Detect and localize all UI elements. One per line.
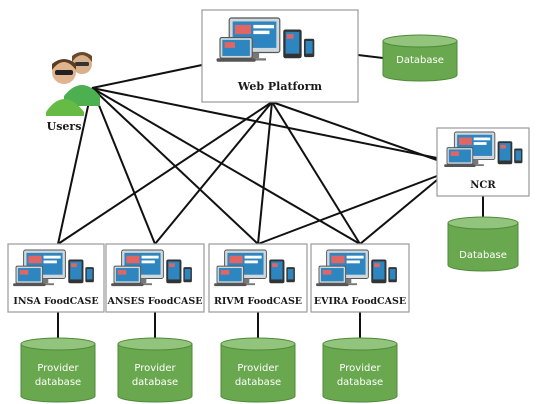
edge-ncr-evira [359,179,438,245]
provider-node-insa: INSA FoodCASE [7,243,105,313]
users-node: Users [46,52,100,133]
provider-label: EVIRA FoodCASE [314,296,406,307]
provider-database-line2: database [235,377,281,388]
devices-icon [316,249,397,287]
provider-nodes: INSA FoodCASE ANSES FoodCASE RIVM FoodCA… [7,243,410,313]
ncr-database: Database [447,216,519,272]
ncr-node: NCR [436,127,530,197]
ncr-label: NCR [470,180,496,191]
provider-databases: Provider database Provider database Prov… [20,337,398,403]
provider-database-line1: Provider [37,363,79,374]
provider-node-rivm: RIVM FoodCASE [208,243,308,313]
ncr-database-label: Database [459,250,507,261]
connection-lines [57,54,484,340]
users-icon [46,52,100,116]
edge-web-rivm [257,101,273,245]
devices-icon [214,249,295,287]
edge-users-web-platform [91,64,203,89]
edge-web-insa [57,101,273,245]
provider-database-line2: database [337,377,383,388]
edge-ncr-rivm [257,175,438,245]
provider-node-evira: EVIRA FoodCASE [310,243,410,313]
provider-label: INSA FoodCASE [13,296,98,307]
devices-icon [111,249,192,287]
provider-database-line1: Provider [134,363,176,374]
web-database-label: Database [396,55,444,66]
web-platform-label: Web Platform [237,80,322,93]
edge-users-insa [57,87,93,245]
devices-icon [444,131,523,167]
database-cylinder-icon [322,337,398,403]
edge-web-database [357,54,384,59]
provider-label: ANSES FoodCASE [107,296,203,307]
provider-node-anses: ANSES FoodCASE [105,243,205,313]
web-platform-node: Web Platform [201,9,359,103]
edge-users-anses [91,87,156,245]
database-cylinder-icon [220,337,296,403]
provider-database: Provider database [220,337,296,403]
edge-web-ncr [271,101,438,161]
devices-icon [216,17,315,62]
web-database: Database [382,34,458,82]
database-cylinder-icon [447,216,519,272]
provider-database: Provider database [20,337,96,403]
provider-database-line1: Provider [339,363,381,374]
provider-database: Provider database [117,337,193,403]
provider-database-line1: Provider [237,363,279,374]
edge-users-ncr [91,87,438,159]
provider-database-line2: database [132,377,178,388]
users-label: Users [47,120,82,133]
database-cylinder-icon [117,337,193,403]
edge-web-evira [271,101,361,245]
provider-database: Provider database [322,337,398,403]
devices-icon [13,249,94,287]
edge-web-anses [154,101,273,245]
database-cylinder-icon [382,34,458,82]
edge-users-evira [91,87,361,245]
provider-database-line2: database [35,377,81,388]
database-cylinder-icon [20,337,96,403]
provider-label: RIVM FoodCASE [214,296,302,307]
